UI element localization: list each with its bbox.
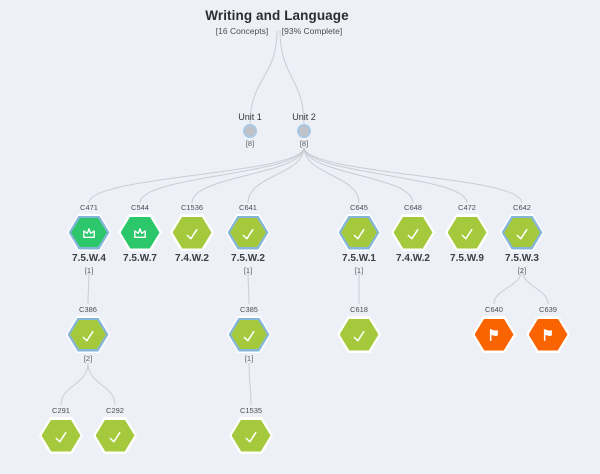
concept-id: C472 [458, 203, 476, 212]
concept-id: C1536 [180, 203, 204, 212]
hexagon-flagged[interactable] [526, 316, 570, 353]
child-count: [1] [244, 354, 254, 363]
unit-node-1[interactable]: Unit 1 [8] [220, 112, 280, 148]
check-icon [109, 431, 121, 442]
concept-node-c639[interactable]: C639 [516, 305, 580, 353]
crown-icon [83, 227, 95, 238]
concept-id: C640 [485, 305, 503, 314]
graph-title-block: Writing and Language [157, 8, 397, 23]
concept-node-c386[interactable]: C386 [2] [56, 305, 120, 363]
child-count: [1] [243, 266, 253, 275]
concept-node-c648[interactable]: C648 7.4.W.2 [381, 203, 445, 265]
hexagon-completed[interactable] [170, 214, 214, 251]
concept-id: C639 [539, 305, 557, 314]
unit-circle-icon[interactable] [297, 124, 311, 138]
concept-node-c291[interactable]: C291 [29, 406, 93, 454]
check-icon [55, 431, 67, 442]
hexagon-mastered[interactable] [67, 214, 111, 251]
hexagon-flagged[interactable] [472, 316, 516, 353]
hexagon-mastered[interactable] [118, 214, 162, 251]
concept-id: C641 [239, 203, 257, 212]
concept-id: C385 [240, 305, 258, 314]
unit-count: [8] [245, 139, 255, 148]
concept-node-c618[interactable]: C618 [327, 305, 391, 353]
skill-label: 7.5.W.4 [72, 253, 106, 264]
check-icon [407, 228, 419, 239]
flag-icon [543, 328, 552, 341]
concept-node-c640[interactable]: C640 [462, 305, 526, 353]
concept-node-c645[interactable]: C645 7.5.W.1 [1] [327, 203, 391, 275]
page-title: Writing and Language [205, 8, 349, 23]
concept-id: C386 [79, 305, 97, 314]
check-icon [243, 330, 255, 341]
hexagon-completed[interactable] [39, 417, 83, 454]
child-count: [1] [354, 266, 364, 275]
concept-node-c641[interactable]: C641 7.5.W.2 [1] [216, 203, 280, 275]
concepts-count-label: [16 Concepts] [215, 26, 269, 36]
hexagon-completed[interactable] [445, 214, 489, 251]
concept-node-c1535[interactable]: C1535 [219, 406, 283, 454]
unit-label: Unit 2 [292, 112, 316, 122]
hexagon-completed[interactable] [391, 214, 435, 251]
check-icon [353, 330, 365, 341]
check-icon [461, 228, 473, 239]
unit-circle-icon[interactable] [243, 124, 257, 138]
skill-label: 7.5.W.1 [342, 253, 376, 264]
concept-node-c642[interactable]: C642 7.5.W.3 [2] [490, 203, 554, 275]
check-icon [82, 330, 94, 341]
concept-id: C618 [350, 305, 368, 314]
concept-node-c544[interactable]: C544 7.5.W.7 [108, 203, 172, 265]
check-icon [242, 228, 254, 239]
unit-count: [8] [299, 139, 309, 148]
concept-id: C648 [404, 203, 422, 212]
check-icon [353, 228, 365, 239]
concept-node-c292[interactable]: C292 [83, 406, 147, 454]
hexagon-completed[interactable] [226, 214, 270, 251]
concept-id: C291 [52, 406, 70, 415]
hexagon-completed[interactable] [500, 214, 544, 251]
concept-node-c472[interactable]: C472 7.5.W.9 [435, 203, 499, 265]
skill-label: 7.4.W.2 [175, 253, 209, 264]
concept-id: C544 [131, 203, 149, 212]
unit-label: Unit 1 [238, 112, 262, 122]
hexagon-completed[interactable] [66, 316, 110, 353]
unit-node-2[interactable]: Unit 2 [8] [274, 112, 334, 148]
skill-label: 7.5.W.3 [505, 253, 539, 264]
hexagon-completed[interactable] [93, 417, 137, 454]
flag-icon [489, 328, 498, 341]
concept-id: C642 [513, 203, 531, 212]
concept-id: C645 [350, 203, 368, 212]
child-count: [2] [83, 354, 93, 363]
concept-id: C1535 [239, 406, 263, 415]
concept-id: C292 [106, 406, 124, 415]
crown-icon [134, 227, 146, 238]
percent-complete-label: [93% Complete] [281, 26, 343, 36]
skill-label: 7.4.W.2 [396, 253, 430, 264]
check-icon [186, 228, 198, 239]
concept-node-c471[interactable]: C471 7.5.W.4 [1] [57, 203, 121, 275]
hexagon-completed[interactable] [229, 417, 273, 454]
concept-node-c385[interactable]: C385 [1] [217, 305, 281, 363]
check-icon [516, 228, 528, 239]
concept-id: C471 [80, 203, 98, 212]
hexagon-completed[interactable] [227, 316, 271, 353]
hexagon-completed[interactable] [337, 316, 381, 353]
child-count: [1] [84, 266, 94, 275]
skill-label: 7.5.W.7 [123, 253, 157, 264]
skill-label: 7.5.W.9 [450, 253, 484, 264]
skill-label: 7.5.W.2 [231, 253, 265, 264]
hexagon-completed[interactable] [337, 214, 381, 251]
check-icon [245, 431, 257, 442]
child-count: [2] [517, 266, 527, 275]
concept-node-c1536[interactable]: C1536 7.4.W.2 [160, 203, 224, 265]
